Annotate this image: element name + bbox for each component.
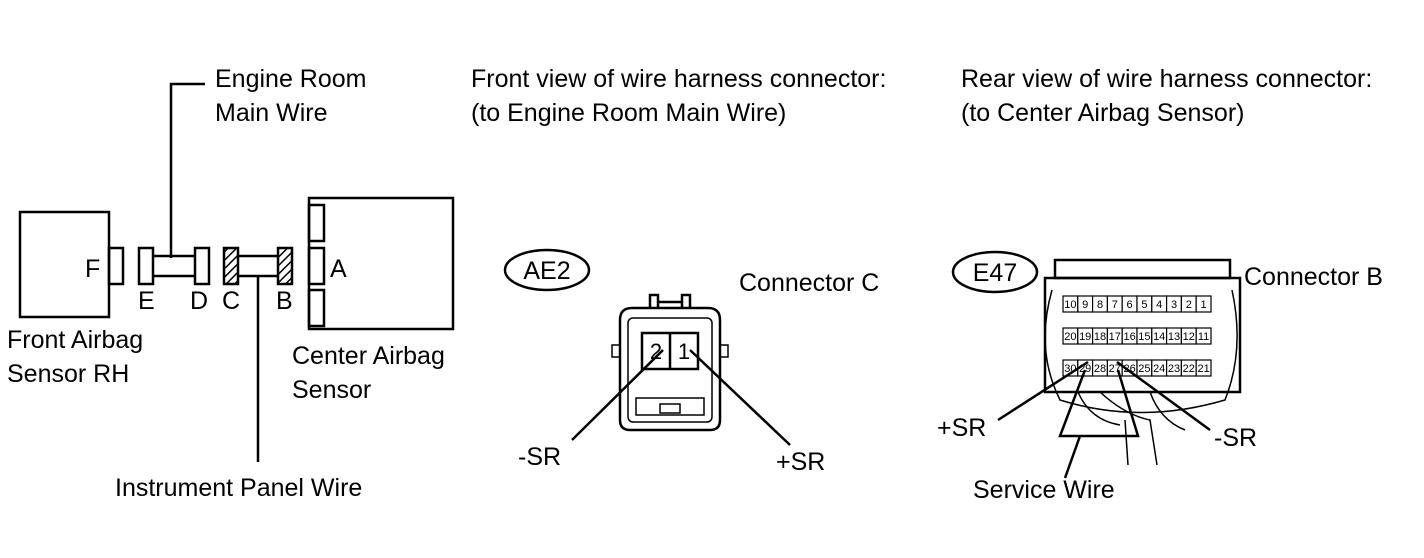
connector-b-pin-label: 1 — [1201, 299, 1207, 311]
connector-d — [193, 246, 211, 286]
front-airbag-sensor-connector-f — [107, 246, 125, 286]
code-e47: E47 — [973, 259, 1017, 287]
connector-b-pin-label: 24 — [1153, 363, 1165, 375]
connector-b-pin-label: 2 — [1186, 299, 1192, 311]
rear-view-title-1: Rear view of wire harness connector: — [961, 65, 1372, 93]
connector-b-pin-label: 28 — [1094, 363, 1106, 375]
connector-b-pin-label: 18 — [1094, 331, 1106, 343]
connector-c-key — [659, 403, 681, 414]
connector-b-pin-cell — [1195, 327, 1212, 345]
engine-room-wire-label-1: Engine Room — [215, 65, 366, 93]
front-airbag-sensor-label-2: Sensor RH — [7, 360, 129, 388]
connector-b-pin-label: 15 — [1138, 331, 1150, 343]
plus-sr-lead — [689, 349, 791, 446]
connector-c-front-view: Front view of wire harness connector: (t… — [471, 65, 886, 476]
connector-e-letter: E — [138, 287, 155, 315]
front-view-title-2: (to Engine Room Main Wire) — [471, 99, 786, 127]
minus-sr-lead — [571, 349, 664, 441]
connector-b-letter: B — [276, 287, 293, 315]
connector-c-pin-1: 1 — [678, 339, 690, 364]
minus-sr-b-lead — [1116, 360, 1211, 432]
connector-b-pin-label: 20 — [1064, 331, 1076, 343]
plus-sr-b-label: +SR — [937, 414, 986, 442]
connector-e — [137, 246, 155, 286]
connector-b-pin-label: 19 — [1079, 331, 1091, 343]
connector-d-letter: D — [190, 287, 208, 315]
center-sensor-connector-bottom — [307, 288, 326, 328]
connector-c-right-tab — [719, 344, 729, 358]
connector-b-pin-label: 9 — [1082, 299, 1088, 311]
minus-sr-label: -SR — [518, 443, 561, 471]
location-diagram: Engine Room Main Wire F Front Airbag Sen… — [7, 65, 455, 502]
connector-b-top-lip — [1053, 258, 1232, 280]
connector-b — [276, 246, 294, 286]
connector-b-pin-label: 7 — [1112, 299, 1118, 311]
connector-b-rear-view: Rear view of wire harness connector: (to… — [937, 65, 1383, 504]
center-sensor-connector-top — [307, 203, 326, 243]
engine-room-wire-label-2: Main Wire — [215, 99, 328, 127]
connector-b-pin-label: 8 — [1097, 299, 1103, 311]
plus-sr-b-lead — [997, 360, 1089, 422]
code-ae2-oval — [503, 248, 591, 292]
service-wire-label: Service Wire — [973, 476, 1115, 504]
connector-b-pin-label: 22 — [1183, 363, 1195, 375]
service-wire-loop — [1058, 369, 1140, 438]
code-e47-oval — [951, 250, 1039, 294]
connector-a-letter: A — [330, 255, 347, 283]
service-wire-leader — [1063, 435, 1082, 479]
code-ae2: AE2 — [523, 257, 570, 285]
connector-c-name: Connector C — [739, 269, 879, 297]
center-airbag-sensor-label-1: Center Airbag — [292, 342, 445, 370]
connector-b-pin-cell — [1195, 295, 1212, 313]
connector-c — [222, 246, 240, 286]
connector-b-boot-outline — [1044, 289, 1238, 414]
connector-b-pin-label: 11 — [1198, 331, 1209, 343]
connector-b-pin-label: 10 — [1064, 299, 1076, 311]
engine-room-wire-leader — [169, 82, 205, 258]
connector-b-pin-label: 25 — [1138, 363, 1150, 375]
plus-sr-label: +SR — [776, 448, 825, 476]
connector-b-pin-label: 6 — [1127, 299, 1133, 311]
instrument-panel-wire-label: Instrument Panel Wire — [115, 474, 362, 502]
connector-b-pin-label: 3 — [1171, 299, 1177, 311]
connector-b-housing — [1043, 276, 1242, 394]
connector-b-pin-label: 4 — [1156, 299, 1162, 311]
connector-b-pin-label: 21 — [1197, 363, 1209, 375]
connector-b-wire-bundle — [1077, 391, 1186, 466]
connector-b-pin-label: 23 — [1168, 363, 1180, 375]
connector-b-pin-label: 16 — [1123, 331, 1135, 343]
connector-b-pin-label: 14 — [1153, 331, 1165, 343]
connector-f-letter: F — [85, 255, 100, 283]
connector-b-pin-label: 17 — [1109, 331, 1121, 343]
center-sensor-connector-a — [307, 246, 326, 286]
connector-c-pin-2: 2 — [650, 339, 662, 364]
connector-c-left-tab — [611, 344, 621, 358]
connector-b-pin-label: 12 — [1183, 331, 1195, 343]
rear-view-title-2: (to Center Airbag Sensor) — [961, 99, 1244, 127]
connector-c-letter: C — [222, 287, 240, 315]
connector-b-pin-cell — [1195, 359, 1212, 377]
front-airbag-sensor-label-1: Front Airbag — [7, 326, 143, 354]
front-view-title-1: Front view of wire harness connector: — [471, 65, 886, 93]
center-airbag-sensor-label-2: Sensor — [292, 376, 371, 404]
connector-b-pin-label: 5 — [1141, 299, 1147, 311]
connector-b-pin-label: 13 — [1168, 331, 1180, 343]
connector-c-lower-slot — [635, 397, 705, 416]
minus-sr-b-label: -SR — [1214, 424, 1257, 452]
connector-c-housing — [618, 306, 722, 432]
connector-b-name: Connector B — [1244, 263, 1383, 291]
